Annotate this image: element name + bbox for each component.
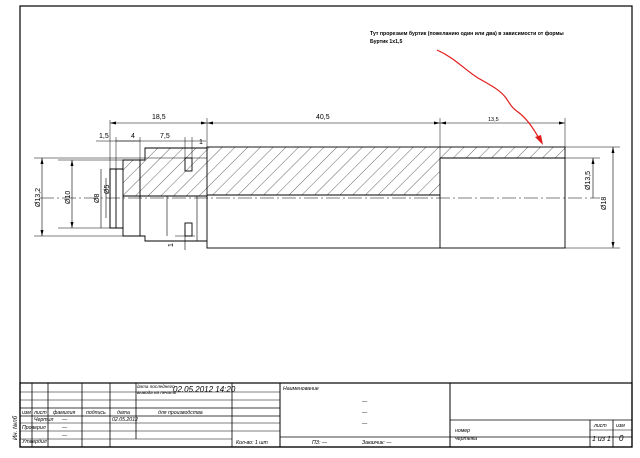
dim-18-5: 18,5: [152, 114, 166, 121]
chertil-date: 02.05.2012: [112, 417, 138, 423]
list-label: лист: [593, 423, 607, 429]
dim-13-5-top: 13,5: [488, 117, 499, 123]
hatched-section-left: [123, 148, 207, 196]
date-label-1: дата последнего: [137, 384, 175, 389]
dimension-lines: [41, 122, 614, 250]
zakazchik: Заказчик: —: [362, 440, 392, 446]
name-label: Наименование: [283, 386, 319, 392]
chertezha: чертежа: [455, 436, 477, 442]
dash-3: —: [361, 421, 368, 427]
row-utverdil: Утвердил: [22, 439, 47, 445]
dash-2: —: [361, 410, 368, 416]
row-proveril: Проверил: [22, 425, 46, 431]
nomer: номер: [455, 428, 470, 434]
dimension-arrows: [40, 121, 615, 248]
title-block-text: дата последнего вывода на печать 02.05.2…: [12, 384, 625, 446]
izm-label: изм: [616, 423, 625, 429]
dim-40-5: 40,5: [316, 114, 330, 121]
dim-d8: Ø8: [94, 194, 101, 203]
col-familiya: фамилия: [53, 410, 75, 416]
dim-d13-2: Ø13,2: [35, 188, 42, 207]
kol-vo: Кол-во: 1 шт: [236, 440, 268, 446]
print-date: 02.05.2012 14:20: [173, 385, 236, 394]
dim-1-top: 1: [199, 139, 203, 146]
col-list: лист: [33, 410, 47, 416]
purpose: для производства: [158, 410, 203, 416]
dim-d10: Ø10: [65, 191, 72, 204]
shaft-drawing: [34, 118, 620, 250]
col-data: дата: [117, 410, 130, 416]
title-block: [19, 382, 633, 448]
col-izm: изм: [22, 410, 31, 416]
dim-d18: Ø18: [601, 197, 608, 210]
pz: ПЗ: —: [312, 440, 328, 446]
hatched-section: [207, 147, 565, 195]
sheet-frame: [19, 5, 633, 448]
dim-4: 4: [131, 133, 135, 140]
date-label-2: вывода на печать: [137, 390, 177, 395]
chertil-dash: —: [61, 417, 68, 423]
groove-bottom: [184, 222, 193, 237]
annotation-line-1: Тут прорезаем буртик (пожеланию один или…: [370, 30, 564, 37]
col-podpis: подпись: [86, 410, 106, 416]
dim-d13-5-right: Ø13,5: [585, 171, 592, 190]
annotation-arrow-curve: [436, 49, 541, 141]
groove-left: [109, 168, 117, 229]
dimension-labels: 18,5 40,5 13,5 1,5 4 7,5 1 Ø13,2 Ø10 Ø8 …: [35, 114, 608, 247]
dim-7-5: 7,5: [160, 133, 170, 140]
dim-1-5: 1,5: [99, 133, 109, 140]
annotation-arrow-head: [535, 135, 543, 145]
dim-1-bottom: 1: [168, 243, 175, 247]
revision: 0: [619, 434, 624, 443]
dash-1: —: [361, 399, 368, 405]
proveril-dash: —: [61, 425, 68, 431]
large-cylinder: [206, 146, 566, 249]
utverdil-dash: —: [61, 433, 68, 439]
row-chertil: Чертил: [34, 417, 53, 423]
annotation-line-2: Буртик 1х1,5: [370, 39, 402, 45]
side-label: Ин. №пб: [12, 415, 19, 440]
dim-d5: Ø5: [104, 185, 111, 194]
sheet-count: 1 из 1: [592, 436, 611, 443]
